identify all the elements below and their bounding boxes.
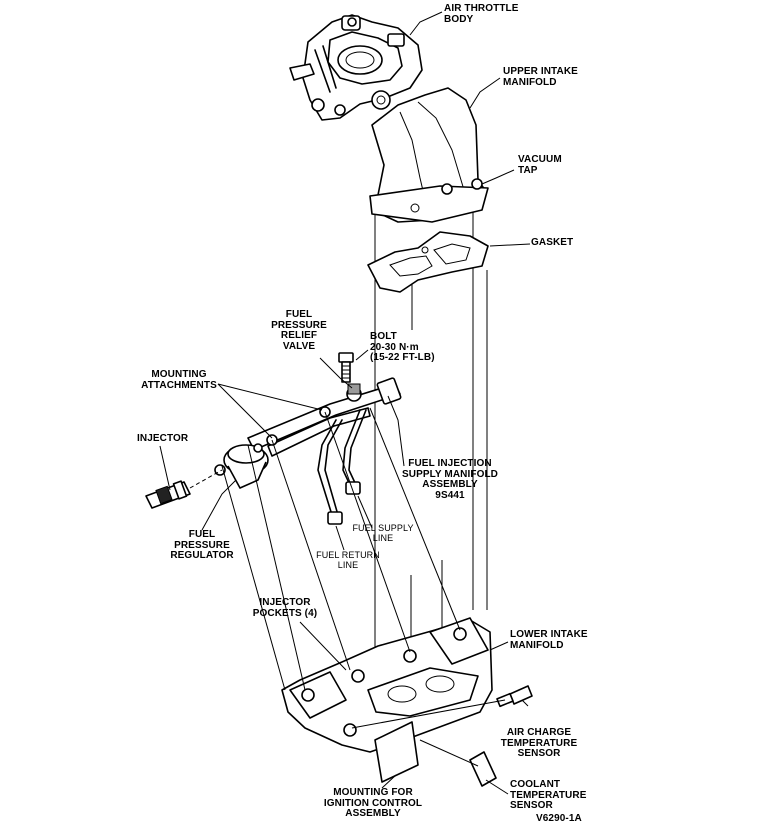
lower-intake-manifold [281, 617, 533, 787]
label-upper-intake-manifold: UPPER INTAKE MANIFOLD [503, 66, 578, 88]
label-air-charge-temperature-sensor: AIR CHARGE TEMPERATURE SENSOR [500, 727, 578, 759]
air-throttle-body [289, 14, 423, 121]
label-bolt: BOLT 20-30 N·m (15-22 FT-LB) [370, 331, 435, 363]
label-vacuum-tap: VACUUM TAP [518, 154, 562, 176]
label-injector-pockets: INJECTOR POCKETS (4) [252, 597, 318, 619]
label-lower-intake-manifold: LOWER INTAKE MANIFOLD [510, 629, 588, 651]
assembly-lines [221, 407, 461, 691]
label-fuel-injection-supply-manifold: FUEL INJECTION SUPPLY MANIFOLD ASSEMBLY … [402, 458, 498, 501]
label-mounting-attachments: MOUNTING ATTACHMENTS [141, 369, 217, 391]
label-injector: INJECTOR [137, 433, 189, 444]
label-fuel-pressure-relief-valve: FUEL PRESSURE RELIEF VALVE [271, 309, 327, 352]
label-fuel-pressure-regulator: FUEL PRESSURE REGULATOR [170, 529, 234, 561]
fuel-pressure-regulator [214, 443, 269, 489]
label-mounting-for-ignition-control: MOUNTING FOR IGNITION CONTROL ASSEMBLY [323, 787, 423, 819]
injector-part [145, 469, 223, 509]
fuel-supply-manifold [247, 377, 402, 525]
figure-code: V6290-1A [536, 813, 582, 824]
gasket [367, 231, 489, 293]
label-fuel-supply-line: FUEL SUPPLY LINE [352, 523, 414, 543]
bolt [338, 352, 354, 383]
upper-intake-manifold [369, 87, 489, 223]
label-fuel-return-line: FUEL RETURN LINE [316, 550, 380, 570]
label-gasket: GASKET [531, 237, 574, 248]
label-air-throttle-body: AIR THROTTLE BODY [444, 3, 519, 25]
leader-lines [159, 11, 531, 795]
label-coolant-temperature-sensor: COOLANT TEMPERATURE SENSOR [510, 779, 587, 811]
